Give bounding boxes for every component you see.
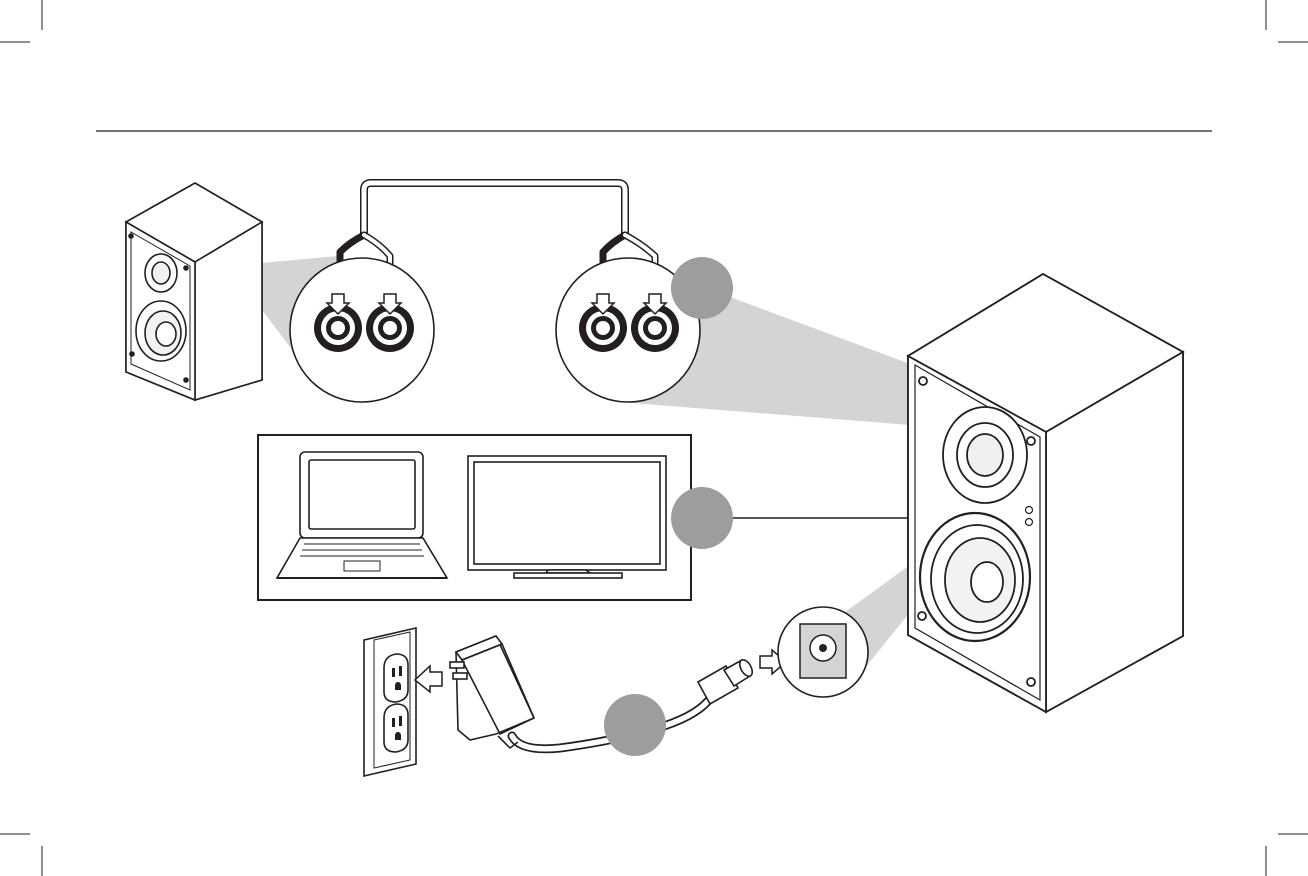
passive-speaker: [126, 183, 262, 400]
power-adapter: [450, 636, 534, 748]
step-badge-speaker-wire: [671, 257, 733, 319]
television: [468, 456, 666, 578]
power-jack-zoom: [778, 607, 868, 697]
plug-in-arrow-icon: [415, 666, 442, 692]
left-terminal-zoom: [290, 258, 434, 402]
step-badge-power: [604, 694, 666, 756]
step-badge-audio-source: [671, 487, 733, 549]
active-speaker: [908, 274, 1183, 712]
laptop: [277, 452, 447, 578]
dc-plug: [698, 658, 755, 704]
wall-outlet: [364, 628, 416, 776]
audio-source-panel: [258, 435, 691, 600]
